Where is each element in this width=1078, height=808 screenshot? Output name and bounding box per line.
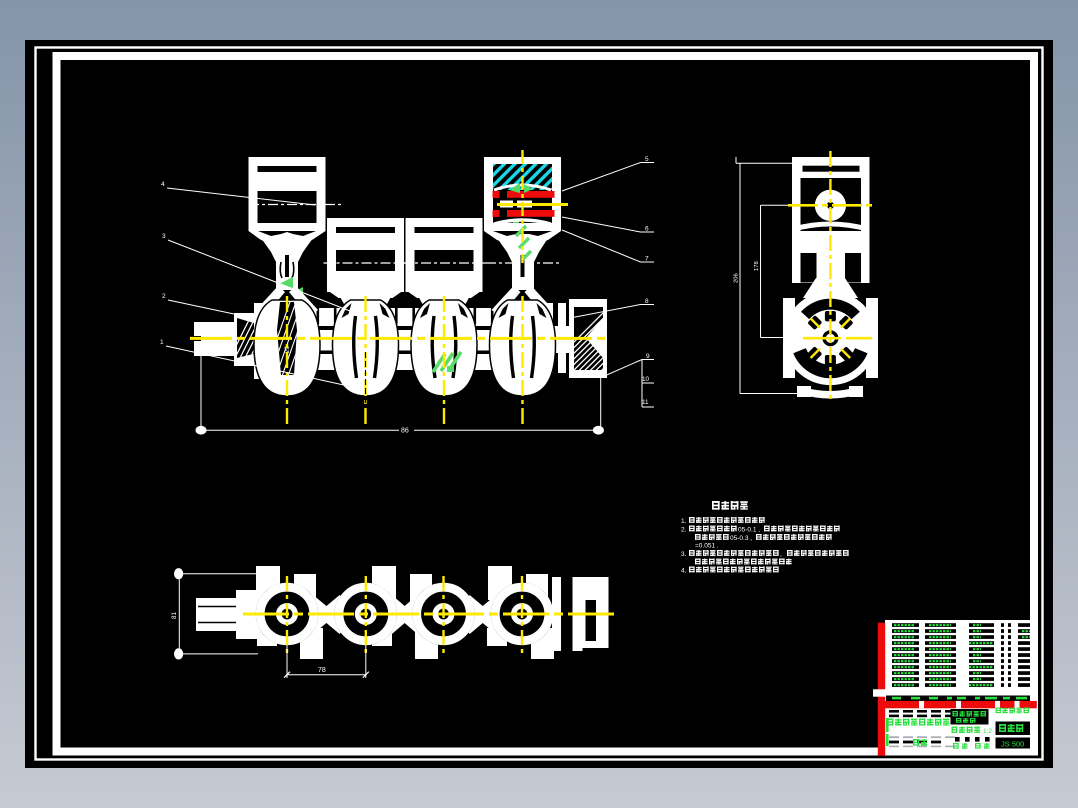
- svg-text:10: 10: [642, 376, 650, 383]
- svg-text:2.: 2.: [681, 527, 687, 534]
- svg-text:11: 11: [642, 399, 649, 406]
- svg-text:=0.051 .: =0.051 .: [695, 543, 719, 550]
- svg-text:206: 206: [734, 273, 740, 283]
- svg-text:7: 7: [645, 256, 649, 263]
- svg-text:20: 20: [284, 346, 291, 353]
- svg-text:9: 9: [646, 353, 650, 360]
- svg-text:6: 6: [645, 226, 649, 233]
- svg-text:3: 3: [162, 233, 166, 240]
- svg-text:05-0.3 ,: 05-0.3 ,: [730, 535, 752, 542]
- svg-text:1:2: 1:2: [983, 728, 992, 735]
- svg-text:05-0.1 ,: 05-0.1 ,: [738, 527, 760, 534]
- svg-text:1: 1: [160, 339, 164, 346]
- svg-text:1.: 1.: [681, 518, 687, 525]
- svg-text:78: 78: [318, 667, 326, 674]
- svg-text:JS 500: JS 500: [1001, 740, 1024, 749]
- svg-text:,: ,: [780, 551, 782, 558]
- svg-text:81: 81: [171, 612, 178, 619]
- svg-text:86: 86: [401, 428, 409, 435]
- svg-text:4.: 4.: [681, 568, 687, 575]
- svg-text:3.: 3.: [681, 551, 687, 558]
- svg-text:178: 178: [754, 261, 760, 271]
- svg-text:4: 4: [161, 181, 165, 188]
- svg-text:5: 5: [645, 156, 649, 163]
- svg-text:8: 8: [645, 298, 649, 305]
- svg-text:2: 2: [162, 293, 166, 300]
